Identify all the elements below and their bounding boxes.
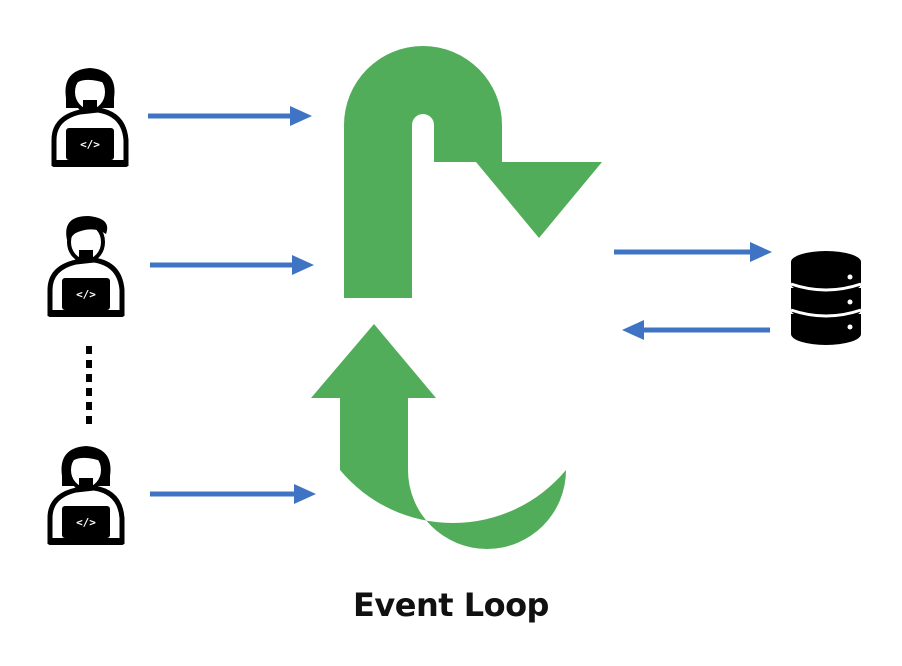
developer-male-icon: </> [48,216,124,317]
event-loop-arrows-icon [311,46,602,549]
laptop-code-label: </> [76,288,96,301]
request-arrow [150,484,316,504]
diagram-caption: Event Loop [353,586,549,624]
db-response-arrow [622,320,770,340]
request-arrow [150,255,314,275]
laptop-code-label: </> [80,138,100,151]
ellipsis-dots [86,346,92,424]
developer-female-icon: </> [52,68,128,167]
laptop-code-label: </> [76,516,96,529]
request-arrow [148,106,312,126]
developer-female-icon: </> [48,446,124,545]
database-server-icon [790,251,862,345]
db-query-arrow [614,242,772,262]
